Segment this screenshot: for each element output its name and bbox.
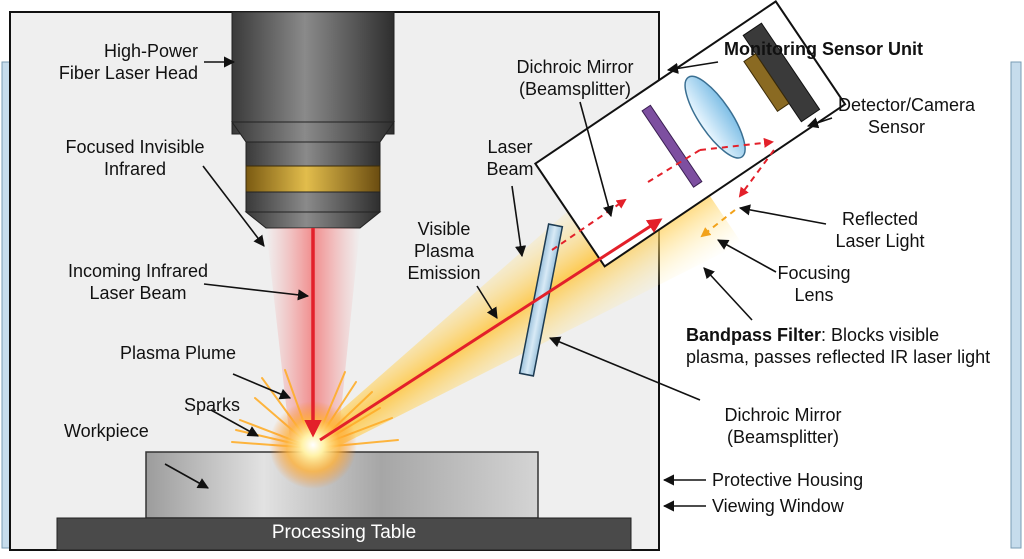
label-dichroic-bottom: Dichroic Mirror (Beamsplitter) xyxy=(724,405,842,447)
monitoring-sensor-unit xyxy=(533,0,847,268)
label-dichroic-top: Dichroic Mirror (Beamsplitter) xyxy=(516,57,634,99)
label-incoming-beam: Incoming Infrared Laser Beam xyxy=(67,261,209,303)
label-reflected: Reflected Laser Light xyxy=(835,209,925,251)
label-sparks: Sparks xyxy=(184,395,241,415)
leader-arrows xyxy=(164,56,833,512)
label-visible-plasma: Visible Plasma Emission xyxy=(407,219,481,283)
bandpass-title: Bandpass Filter xyxy=(686,325,822,345)
laser-head xyxy=(231,11,395,229)
label-focused-infrared: Focused Invisible Infrared xyxy=(65,137,205,179)
label-workpiece: Workpiece xyxy=(64,421,149,441)
label-bandpass-filter: Bandpass Filter: Blocks visible plasma, … xyxy=(686,324,990,368)
processing-table xyxy=(56,517,632,551)
right-viewing-window xyxy=(1010,61,1022,549)
left-viewing-window xyxy=(1,61,11,549)
label-focusing-lens: Focusing Lens xyxy=(777,263,851,305)
plasma-plume xyxy=(269,401,357,489)
label-laser-beam: Laser Beam xyxy=(486,137,534,179)
dichroic-mirror xyxy=(518,223,564,377)
label-monitoring-unit: Monitoring Sensor Unit xyxy=(724,39,923,59)
bandpass-desc-line2: plasma, passes reflected IR laser light xyxy=(686,347,991,367)
reflected-laser-beam xyxy=(319,218,663,442)
reflected-light-paths xyxy=(551,137,775,251)
bandpass-desc: : Blocks visible xyxy=(821,325,940,345)
label-plasma-plume: Plasma Plume xyxy=(120,343,237,363)
label-viewing-window: Viewing Window xyxy=(712,496,844,516)
label-detector: Detector/Camera Sensor xyxy=(838,95,976,137)
label-laser-head: High-Power Fiber Laser Head xyxy=(58,41,198,83)
label-processing-table: Processing Table xyxy=(271,522,417,543)
label-protective-housing: Protective Housing xyxy=(712,470,864,490)
